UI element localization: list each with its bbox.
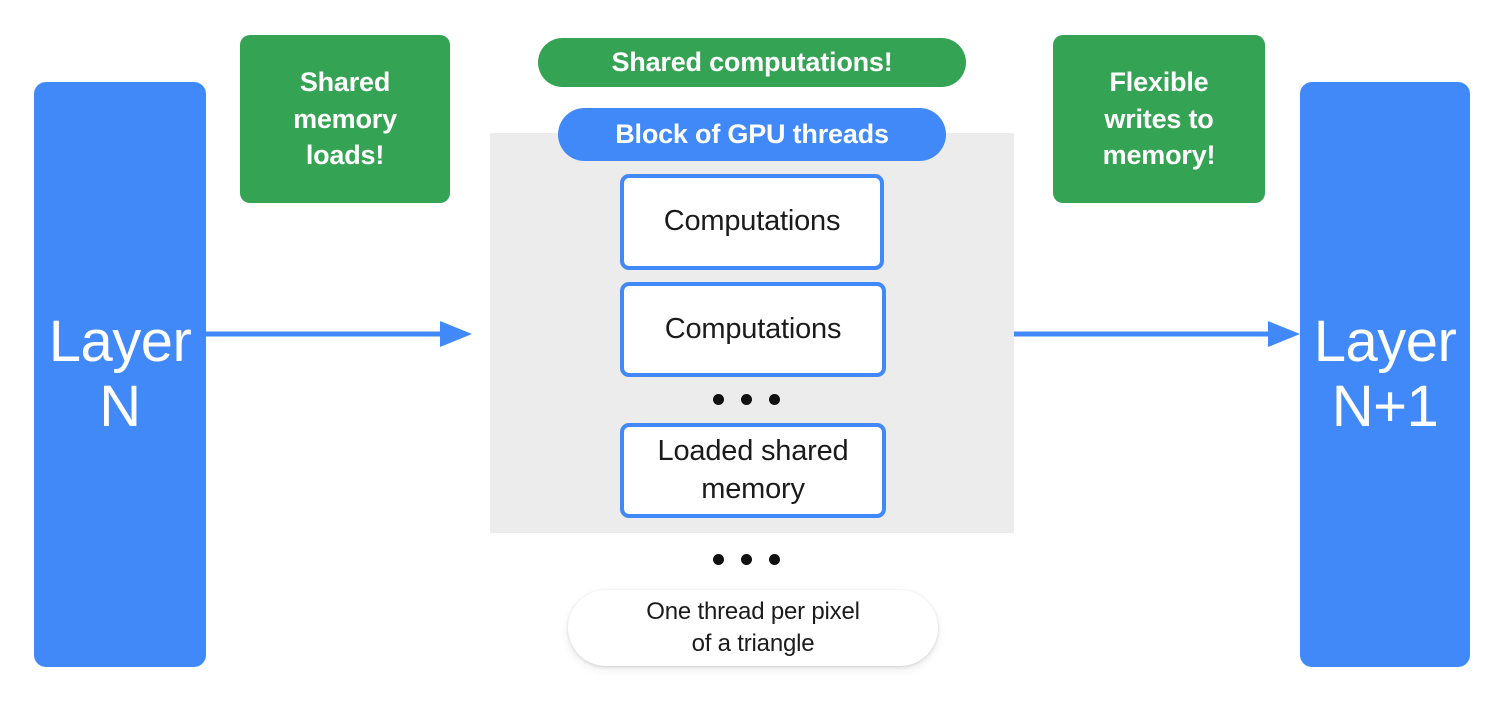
arrow-block-to-layer-np1 [1014, 319, 1300, 349]
dot-icon [713, 394, 724, 405]
callout-flexible-writes-to-memory: Flexible writes to memory! [1053, 35, 1265, 203]
arrow-layer-n-to-block [206, 319, 472, 349]
footnote-one-thread-per-pixel: One thread per pixel of a triangle [568, 590, 938, 666]
arrow-right-icon [1014, 321, 1300, 347]
dot-icon [741, 554, 752, 565]
thread-box: Computations [620, 174, 884, 270]
callout-shared-memory-loads: Shared memory loads! [240, 35, 450, 203]
dot-icon [769, 394, 780, 405]
thread-box: Loaded shared memory [620, 423, 886, 518]
layer-n-block: Layer N [34, 82, 206, 667]
block-of-gpu-threads-label: Block of GPU threads [558, 108, 946, 161]
dot-icon [769, 554, 780, 565]
layer-n-plus-1-block: Layer N+1 [1300, 82, 1470, 667]
dot-icon [741, 394, 752, 405]
ellipsis-below-block [713, 554, 780, 565]
thread-box: Computations [620, 282, 886, 377]
dot-icon [713, 554, 724, 565]
callout-shared-computations: Shared computations! [538, 38, 966, 87]
arrow-right-icon [206, 321, 472, 347]
ellipsis-inside-block [713, 394, 780, 405]
